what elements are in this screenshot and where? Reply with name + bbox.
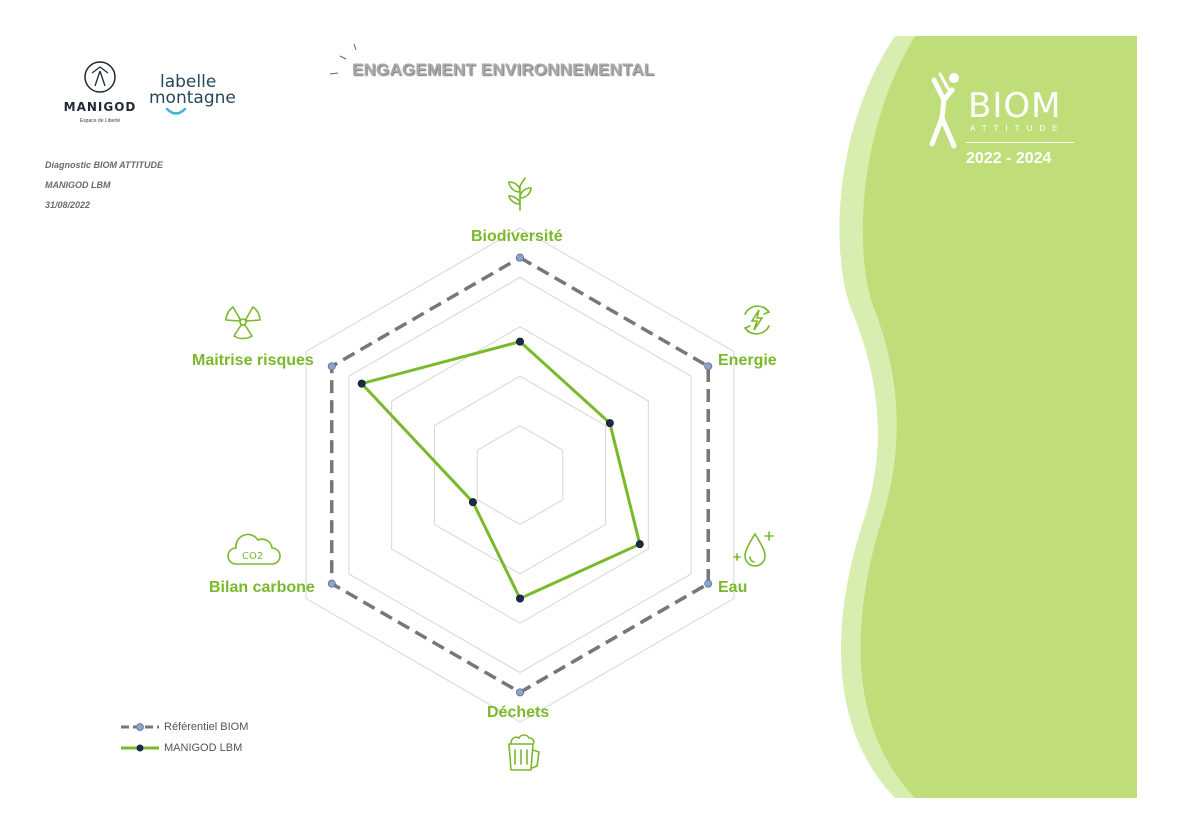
grid-ring-3 xyxy=(391,326,649,624)
radar-grid xyxy=(305,227,735,723)
axis-label-energie: Energie xyxy=(718,352,777,369)
grid-ring-1 xyxy=(476,425,564,525)
series-0-point-2 xyxy=(704,579,713,588)
biom-figure-icon xyxy=(929,72,959,149)
axis-label-maitrise-risques: Maitrise risques xyxy=(192,352,314,369)
legend-label-referentiel: Référentiel BIOM xyxy=(164,721,249,733)
series-0-point-4 xyxy=(327,579,336,588)
manigod-word: MANIGOD xyxy=(63,100,137,114)
axis-label-bilan-carbone: Bilan carbone xyxy=(209,579,315,596)
biom-attitude: ATTITUDE xyxy=(970,124,1065,133)
manigod-emblem-icon xyxy=(84,61,116,93)
biom-word: BIOM xyxy=(968,86,1062,126)
series-1-point-0 xyxy=(516,337,525,346)
series-0-point-0 xyxy=(516,253,525,262)
labelle-montagne-logo: labelle montagne xyxy=(146,72,246,122)
legend-item-referentiel: Référentiel BIOM xyxy=(120,721,248,733)
legend-marker-manigod xyxy=(121,744,159,752)
page-title: ENGAGEMENT ENVIRONNEMENTAL xyxy=(352,60,655,79)
trash-bin-icon xyxy=(508,734,540,771)
title-spark-icon xyxy=(329,43,357,75)
info-site: MANIGOD LBM xyxy=(45,180,111,190)
biom-panel-main-wave xyxy=(860,36,1137,798)
series-1-point-1 xyxy=(605,419,614,428)
biom-logo: BIOM ATTITUDE 2022 - 2024 xyxy=(922,68,1082,178)
series-line-0 xyxy=(330,255,710,695)
legend-label-manigod: MANIGOD LBM xyxy=(164,742,243,754)
biom-years: 2022 - 2024 xyxy=(966,150,1052,167)
grid-ring-5 xyxy=(305,227,735,723)
series-0-point-1 xyxy=(704,362,713,371)
info-diagnostic: Diagnostic BIOM ATTITUDE xyxy=(45,160,163,170)
series-0-point-3 xyxy=(516,688,525,697)
sprout-icon xyxy=(507,177,532,211)
series-1-point-3 xyxy=(516,594,525,603)
radiation-icon xyxy=(225,306,261,340)
labelle-smile-icon xyxy=(166,108,186,115)
water-drop-icon xyxy=(733,531,774,567)
labelle-line1: labelle xyxy=(160,72,217,92)
co2-cloud-icon: CO2 xyxy=(227,533,281,565)
manigod-subtitle: Espace de Liberté xyxy=(79,118,121,124)
biom-panel xyxy=(839,36,1137,798)
series-1-point-2 xyxy=(635,540,644,549)
series-0-point-5 xyxy=(327,362,336,371)
axis-label-biodiversite: Biodiversité xyxy=(471,228,563,245)
series-line-1 xyxy=(360,340,642,600)
series-1-point-5 xyxy=(357,379,366,388)
svg-text:CO2: CO2 xyxy=(242,551,263,562)
series-1-point-4 xyxy=(468,498,477,507)
grid-ring-4 xyxy=(348,276,692,674)
legend-marker-referentiel xyxy=(121,723,159,731)
radar-series xyxy=(327,253,713,697)
legend-item-manigod: MANIGOD LBM xyxy=(120,742,242,754)
manigod-logo: MANIGOD Espace de Liberté xyxy=(60,60,140,130)
recycle-lightning-icon xyxy=(743,305,771,335)
axis-label-dechets: Déchets xyxy=(487,704,550,721)
labelle-line2: montagne xyxy=(149,88,236,108)
grid-ring-2 xyxy=(433,375,607,575)
axis-label-eau: Eau xyxy=(718,579,748,596)
info-date: 31/08/2022 xyxy=(45,200,91,210)
biom-divider xyxy=(966,142,1074,143)
